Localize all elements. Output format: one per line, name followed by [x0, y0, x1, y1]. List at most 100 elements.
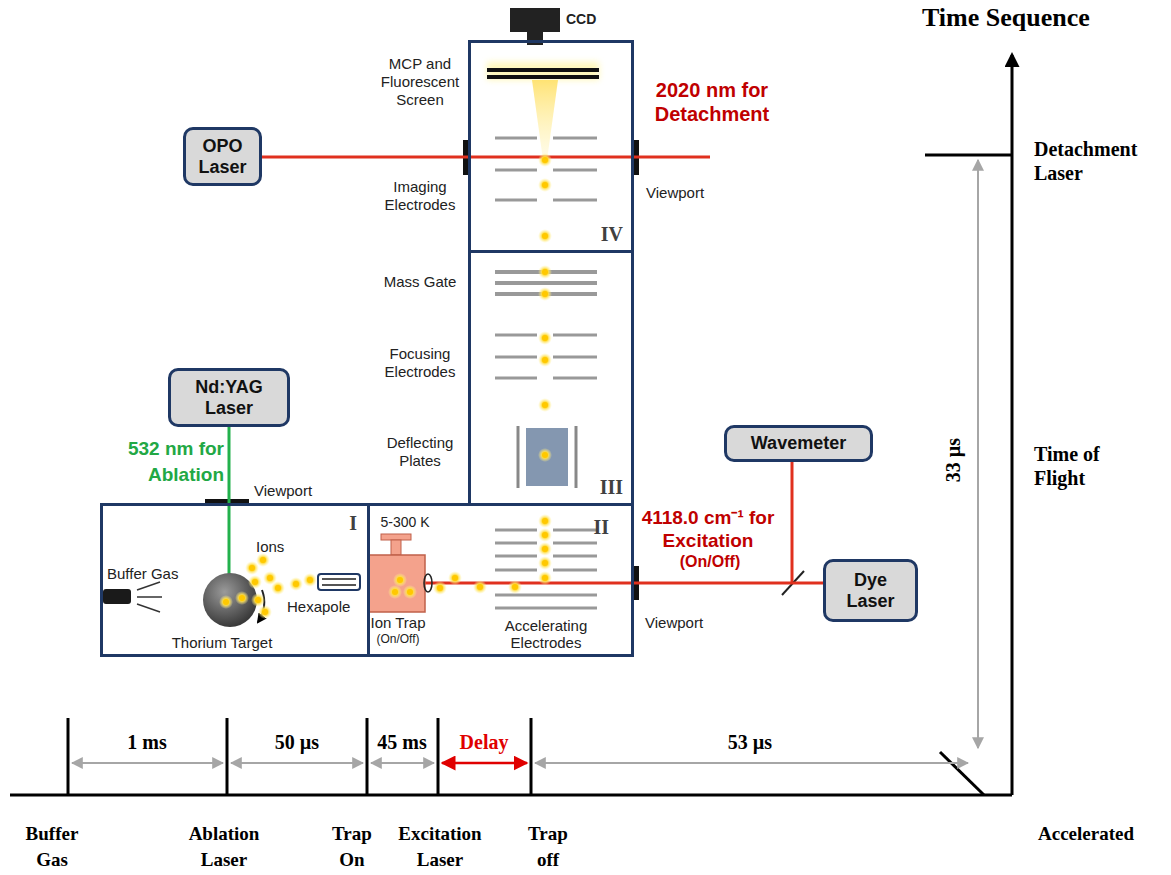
ion-dots	[508, 580, 522, 594]
hexapole	[322, 578, 356, 580]
time-axes	[371, 762, 434, 764]
ion-dots	[393, 573, 407, 587]
ion-dots	[538, 353, 552, 367]
hexapole	[322, 584, 356, 586]
buffer-gas-nozzle	[137, 604, 160, 612]
ion-dots	[542, 560, 548, 566]
deflecting-plates	[518, 426, 576, 488]
event-label: Trap off	[519, 821, 577, 873]
ion-dots	[223, 599, 229, 605]
ion-dots	[252, 579, 258, 585]
time-axes	[535, 762, 968, 764]
accelerating-electrodes	[495, 555, 537, 558]
ion-dots	[538, 331, 552, 345]
laser-beam	[224, 427, 234, 503]
ion-dots	[248, 575, 262, 589]
ion-dots	[542, 532, 548, 538]
imaging-electrodes	[495, 169, 537, 172]
accelerating-electrodes	[495, 594, 597, 597]
ion-dots	[542, 546, 548, 552]
laser-beam	[262, 156, 468, 159]
ion-dots	[542, 357, 548, 363]
buffer-gas-nozzle	[137, 582, 160, 590]
focusing-electrodes	[495, 356, 537, 359]
deflecting-plates	[526, 428, 568, 486]
mass-gate	[495, 270, 597, 274]
ion-dots	[542, 269, 548, 275]
accelerating-electrodes	[553, 569, 597, 572]
time-axes	[72, 762, 223, 764]
ion-dots	[542, 335, 548, 341]
ion-dots	[538, 448, 552, 462]
ion-dots	[452, 575, 458, 581]
part-label: Thorium Target	[172, 634, 273, 652]
ion-dots	[267, 575, 273, 581]
ion-dots	[542, 452, 548, 458]
time-axes	[231, 762, 363, 764]
time-axes	[10, 55, 1012, 795]
ion-trap	[424, 574, 432, 592]
ion-trap	[381, 534, 411, 540]
ion-dots	[262, 609, 268, 615]
axis-label: Time of Flight	[1034, 442, 1149, 490]
time-axes	[925, 154, 1012, 157]
ion-dots	[255, 597, 261, 603]
ion-dots	[538, 398, 552, 412]
detector-label: MCP and Fluorescent Screen	[372, 55, 468, 109]
ion-dots	[249, 565, 255, 571]
time-axes	[10, 794, 1012, 797]
electrode-label: Imaging Electrodes	[374, 178, 466, 214]
mcp-screen	[487, 75, 599, 79]
buffer-gas-nozzle	[103, 589, 131, 604]
duration-label: 53 µs	[728, 730, 772, 754]
time-axes	[366, 718, 369, 795]
wavelength-label: 4118.0 cm⁻¹ for Excitation	[633, 506, 783, 552]
ion-dots	[260, 557, 266, 563]
event-label: Ablation Laser	[178, 821, 270, 873]
event-label: Detachment Laser	[1034, 137, 1159, 185]
wavelength-label: 2020 nm for Detachment	[642, 78, 782, 126]
accelerating-electrodes	[495, 607, 597, 610]
instrument-name: Dye Laser	[830, 570, 911, 612]
hexapole	[318, 574, 360, 590]
focusing-electrodes	[553, 356, 597, 359]
ion-dots	[448, 571, 462, 585]
ion-dots	[542, 291, 548, 297]
ion-dots	[235, 591, 249, 605]
laser-beam	[229, 427, 230, 503]
electrode-label: Mass Gate	[384, 273, 457, 291]
ion-dots	[303, 573, 317, 587]
ion-dots	[538, 178, 552, 192]
mcp-screen	[487, 62, 599, 80]
ion-dots	[251, 593, 265, 607]
part-label: Buffer Gas	[107, 565, 178, 583]
part-label: Ion Trap	[370, 614, 425, 632]
chamber-number: III	[600, 476, 623, 499]
ion-trap	[368, 534, 432, 612]
event-label: Buffer Gas	[12, 821, 92, 873]
ion-dots	[542, 233, 548, 239]
ion-dots	[538, 571, 552, 585]
ion-dots	[289, 577, 303, 591]
instrument-name: Wavemeter	[751, 433, 846, 454]
viewport-label: Viewport	[645, 614, 703, 632]
ion-dots	[538, 514, 552, 528]
deflecting-plates	[517, 426, 520, 488]
laser-beam	[262, 157, 468, 158]
mcp-screen	[487, 68, 599, 72]
laser-beams	[788, 462, 797, 583]
focusing-electrodes	[553, 334, 597, 337]
mass-gate	[495, 292, 597, 296]
time-axes	[530, 718, 533, 795]
laser-beam	[634, 578, 823, 588]
ion-dots	[388, 585, 402, 599]
part-label: Ions	[256, 538, 284, 556]
instrument-box: OPO Laser	[183, 127, 262, 186]
accelerating-electrodes	[553, 542, 597, 545]
ion-dots	[542, 402, 548, 408]
ion-dots	[275, 585, 281, 591]
ion-dots	[403, 585, 417, 599]
